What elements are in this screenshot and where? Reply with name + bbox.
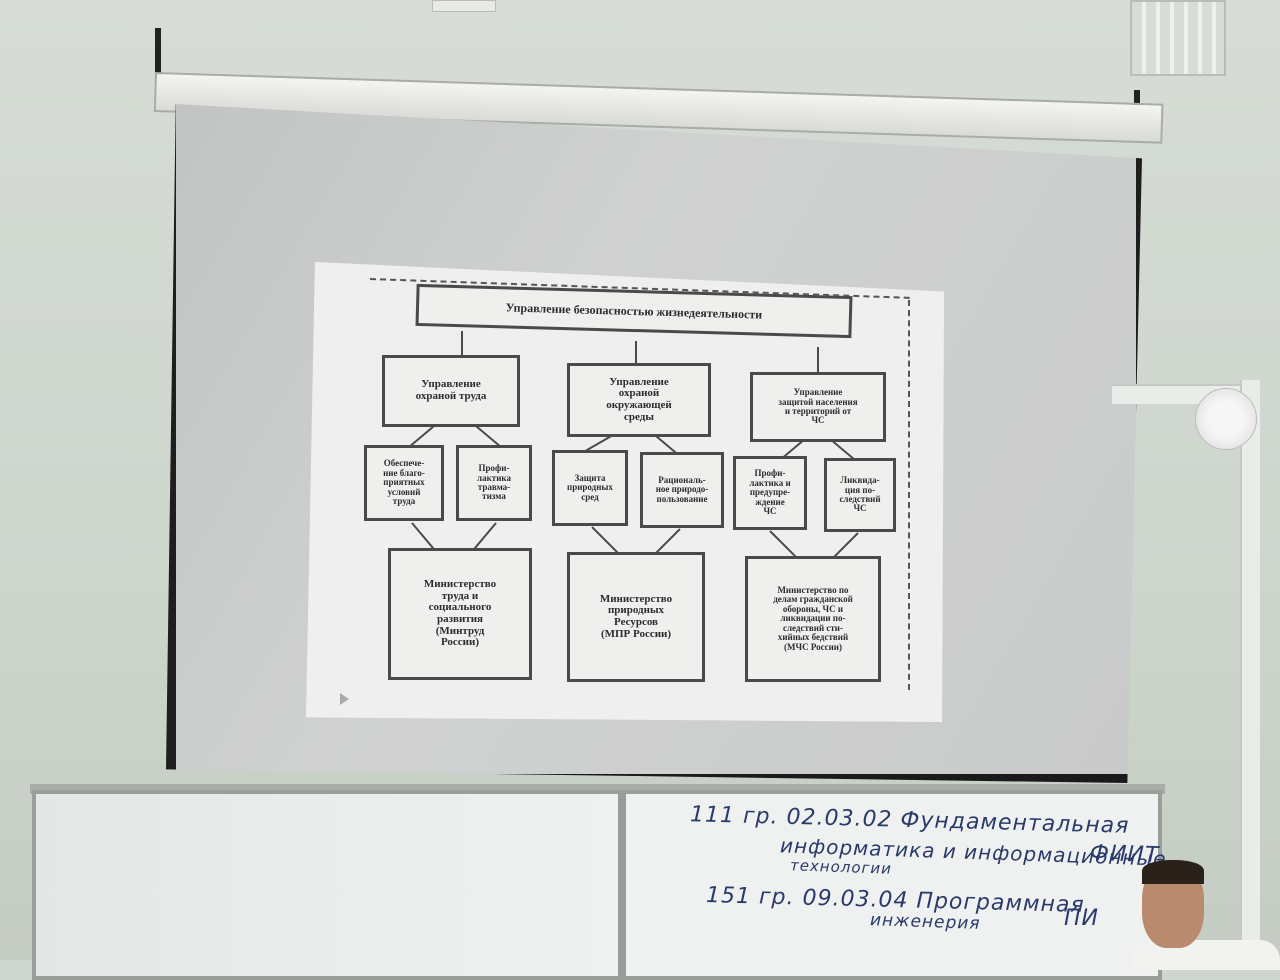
branch-box-labor: Управление охраной труда	[382, 355, 520, 427]
whiteboard-rail	[30, 784, 1165, 794]
air-vent	[1130, 0, 1226, 76]
ministry-box-labor: Министерство труда и социального развити…	[388, 548, 532, 680]
slide-dashed-border-right	[908, 300, 910, 690]
whiteboard-line-5: инженерия	[869, 910, 981, 934]
person-hair	[1142, 860, 1204, 884]
left-screen-hook	[155, 28, 161, 78]
play-icon	[340, 693, 349, 705]
sub-box: Профи- лактика травма- тизма	[456, 445, 532, 521]
sub-box: Защита природных сред	[552, 450, 628, 526]
sub-box: Рациональ- ное природо- пользование	[640, 452, 724, 528]
connector	[817, 347, 819, 373]
smoke-detector	[1195, 388, 1257, 450]
sub-box: Ликвида- ция по- следствий ЧС	[824, 458, 896, 532]
person	[1132, 860, 1280, 970]
whiteboard-line-3: технологии	[789, 856, 893, 878]
sub-box: Обеспече- ние благо- приятных условий тр…	[364, 445, 444, 521]
person-shirt	[1132, 940, 1280, 970]
branch-box-emergency: Управление защитой населения и территори…	[750, 372, 886, 442]
sub-box: Профи- лактика и предупре- ждение ЧС	[733, 456, 807, 530]
whiteboard-left	[32, 790, 622, 980]
ministry-box-resources: Министерство природных Ресурсов (МПР Рос…	[567, 552, 705, 682]
wall-conduit-vertical	[1240, 380, 1260, 960]
whiteboard-abbr-2: ПИ	[1064, 906, 1099, 931]
branch-box-environment: Управление охраной окружающей среды	[567, 363, 711, 437]
ministry-box-emergency: Министерство по делам гражданской оборон…	[745, 556, 881, 682]
ceiling-fixture	[432, 0, 496, 12]
